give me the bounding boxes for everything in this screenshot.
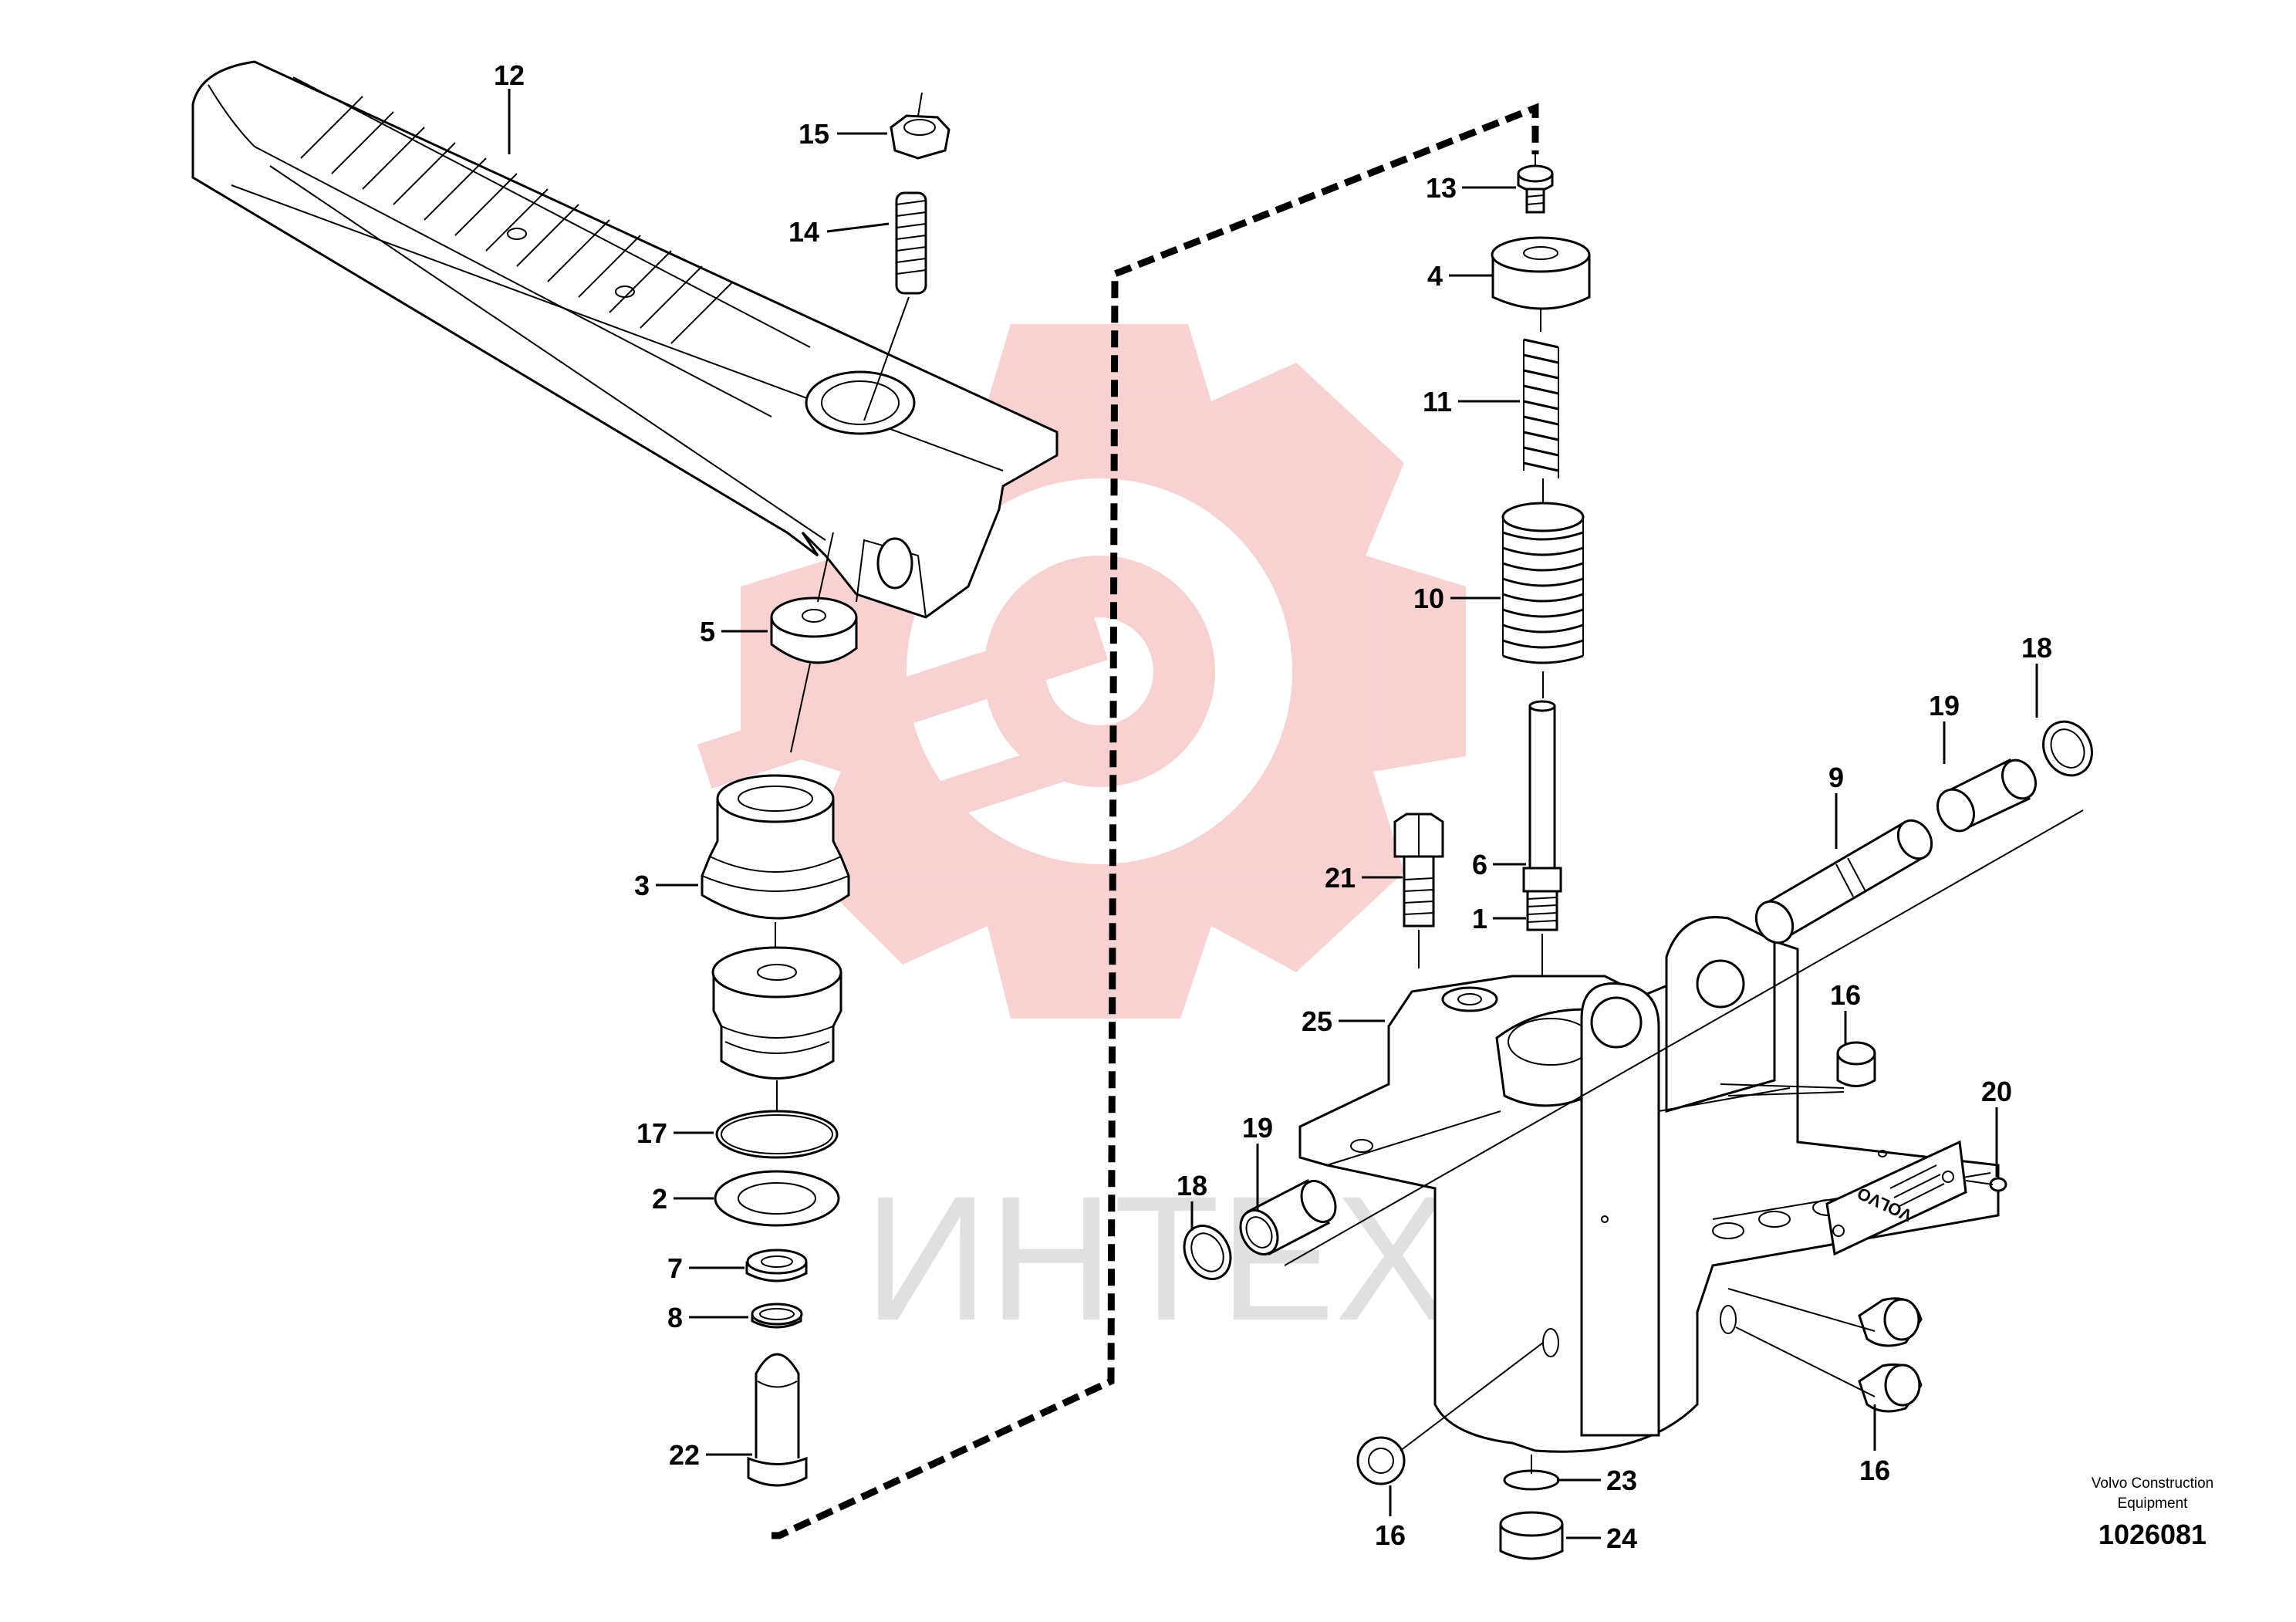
callout-20: 20 [1981,1076,2012,1107]
callout-5: 5 [700,616,715,647]
part-12-foot-pedal [191,60,1059,619]
callout-8: 8 [667,1302,683,1333]
part-18-ring-right [2042,720,2093,777]
callout-10: 10 [1413,583,1444,614]
watermark-text: ИНТЕХ [864,1159,1450,1357]
part-16-plug-mid [1727,1288,1923,1347]
callout-17: 17 [636,1117,667,1149]
part-20-rivet [1965,1177,2007,1192]
part-plug-body [711,946,842,1111]
manufacturer-line-2: Equipment [2117,1495,2188,1512]
part-3-guide-housing [701,774,850,965]
callout-23: 23 [1606,1465,1637,1496]
callout-16-right: 16 [1859,1455,1890,1486]
leader-lines [508,89,2038,1539]
part-17-o-ring [715,1110,839,1159]
callout-25: 25 [1302,1005,1332,1037]
part-14-threaded-stud [863,191,927,421]
callout-14: 14 [788,216,819,248]
part-11-inner-spring [1523,338,1559,505]
manufacturer-label: Volvo Construction Equipment [2037,1474,2268,1514]
part-plate-nameplate: VOLVO [1825,1140,1967,1256]
part-7-wiper [745,1249,808,1282]
callout-4: 4 [1427,260,1443,292]
callout-labels: 12 15 14 13 4 11 10 5 3 21 6 1 9 19 18 2… [494,59,2052,1554]
part-17-o-ring-inner [721,1114,833,1154]
callout-18-right: 18 [2021,632,2052,664]
callout-22: 22 [669,1439,700,1471]
part-15-nut [890,92,950,160]
part-4-spring-cap [1491,236,1591,332]
callout-12: 12 [494,59,525,91]
part-16-plug-low [1735,1326,1923,1413]
callout-21: 21 [1325,862,1356,894]
part-19-bushing-right [1936,758,2037,833]
part-13-screw [1517,154,1554,214]
callout-7: 7 [667,1252,683,1284]
part-16-plug-top [1720,1041,1876,1097]
part-18-ring-left [1183,1225,1232,1280]
part-24-plug [1499,1511,1564,1560]
assembly-frame-dashed-line [772,103,1539,1539]
drawing-number: 1026081 [2098,1519,2207,1550]
part-1-adjuster [1522,867,1562,984]
part-6-rod [1528,700,1556,870]
callout-2: 2 [652,1183,667,1215]
callout-18-left: 18 [1177,1170,1207,1201]
part-9-pin [1754,819,1933,944]
part-16-plug-bottom [1356,1342,1544,1485]
part-8-ring [751,1303,803,1329]
callout-13: 13 [1426,172,1457,204]
callout-19-left: 19 [1242,1112,1273,1144]
part-21-bolt [1393,813,1444,968]
pin-axis-line [1284,809,2084,1266]
callout-24: 24 [1606,1522,1637,1554]
part-22-plunger [747,1353,808,1487]
callout-6: 6 [1472,849,1487,880]
callout-16-bottom: 16 [1375,1519,1406,1551]
part-25-valve-body [1298,916,2000,1453]
callout-9: 9 [1828,762,1844,793]
part-19-bushing-left [1239,1178,1337,1256]
part-5-bushing [770,532,858,753]
callout-19-right: 19 [1929,690,1960,721]
callout-1: 1 [1472,903,1487,934]
manufacturer-line-1: Volvo Construction [2091,1475,2214,1492]
callout-16-top: 16 [1830,979,1861,1011]
callout-11: 11 [1423,386,1452,417]
callout-3: 3 [634,870,650,901]
part-2-backup-ring [714,1170,840,1227]
part-10-outer-spring [1501,502,1585,698]
callout-15: 15 [799,118,829,150]
